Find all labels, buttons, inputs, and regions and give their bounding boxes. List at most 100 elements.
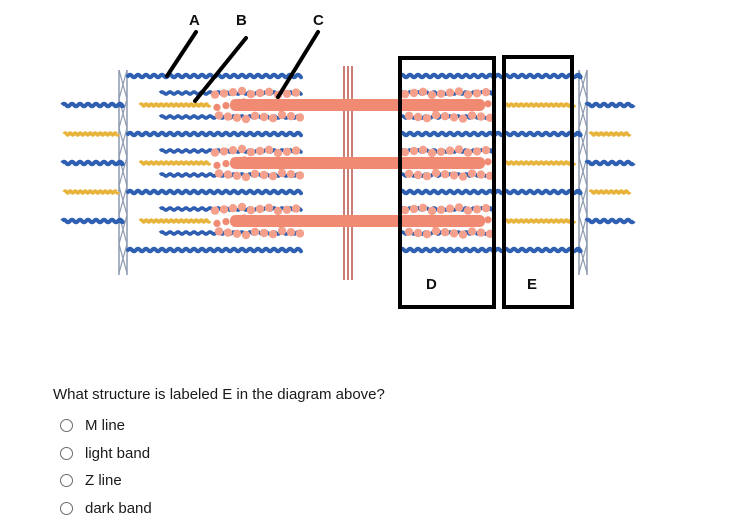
myosin-head: [276, 162, 283, 169]
myosin-head: [247, 90, 255, 98]
option-m-line[interactable]: M line: [60, 412, 152, 440]
myosin-head: [283, 148, 291, 156]
myosin-head: [287, 170, 295, 178]
myosin-head: [450, 229, 458, 237]
myosin-head: [410, 147, 418, 155]
answer-options: M line light band Z line dark band: [60, 412, 152, 522]
titin-segment: [140, 104, 210, 106]
myosin-head: [412, 159, 419, 166]
titin-segment: [64, 133, 118, 135]
myosin-head: [423, 172, 431, 180]
titin-segment: [505, 220, 575, 222]
myosin-head: [283, 206, 291, 214]
myosin-head: [468, 169, 476, 177]
myosin-head: [220, 89, 228, 97]
myosin-head: [414, 229, 422, 237]
myosin-head: [215, 169, 223, 177]
label-c: C: [313, 12, 324, 29]
myosin-head: [450, 113, 458, 121]
option-light-band[interactable]: light band: [60, 440, 152, 468]
myosin-head: [294, 101, 301, 108]
label-b: B: [236, 12, 247, 29]
myosin-head: [238, 203, 246, 211]
actin-filament: [400, 249, 581, 252]
titin-segment: [64, 191, 118, 193]
myosin-head: [464, 90, 472, 98]
myosin-head: [249, 161, 256, 168]
option-dark-band[interactable]: dark band: [60, 495, 152, 522]
myosin-head: [459, 230, 467, 238]
myosin-head: [457, 99, 464, 106]
myosin-head: [224, 170, 232, 178]
myosin-head: [296, 229, 304, 237]
myosin-head: [233, 172, 241, 180]
myosin-head: [475, 102, 482, 109]
myosin-head: [448, 159, 455, 166]
myosin-head: [211, 90, 219, 98]
myosin-head: [267, 100, 274, 107]
option-label: Z line: [85, 472, 122, 489]
myosin-head: [410, 89, 418, 97]
myosin-head: [430, 104, 437, 111]
myosin-head: [482, 204, 490, 212]
myosin-head: [247, 148, 255, 156]
myosin-head: [477, 228, 485, 236]
myosin-head: [256, 205, 264, 213]
myosin-head: [278, 111, 286, 119]
myosin-head: [484, 158, 491, 165]
actin-filament: [586, 162, 634, 165]
myosin-head: [401, 206, 409, 214]
titin-segment: [505, 162, 575, 164]
radio-button[interactable]: [60, 502, 73, 515]
myosin-head: [276, 104, 283, 111]
myosin-head: [484, 100, 491, 107]
myosin-head: [403, 219, 410, 226]
pointer-a: [167, 32, 196, 76]
myosin-head: [274, 207, 282, 215]
myosin-head: [477, 112, 485, 120]
myosin-head: [468, 111, 476, 119]
myosin-head: [428, 91, 436, 99]
myosin-head: [405, 112, 413, 120]
myosin-head: [258, 159, 265, 166]
myosin-head: [265, 204, 273, 212]
myosin-head: [437, 148, 445, 156]
myosin-head: [459, 114, 467, 122]
myosin-head: [405, 170, 413, 178]
radio-button[interactable]: [60, 474, 73, 487]
myosin-head: [292, 88, 300, 96]
myosin-head: [224, 112, 232, 120]
myosin-head: [412, 217, 419, 224]
myosin-head: [473, 89, 481, 97]
myosin-head: [249, 219, 256, 226]
option-label: light band: [85, 445, 150, 462]
option-label: dark band: [85, 500, 152, 517]
myosin-head: [285, 219, 292, 226]
myosin-head: [419, 146, 427, 154]
z-line-right: [579, 70, 587, 275]
myosin-head: [296, 113, 304, 121]
myosin-head: [439, 161, 446, 168]
radio-button[interactable]: [60, 419, 73, 432]
sarcomere-diagram: A B C D E: [0, 0, 742, 320]
myosin-head: [450, 171, 458, 179]
myosin-head: [242, 115, 250, 123]
myosin-head: [251, 112, 259, 120]
myosin-head: [459, 172, 467, 180]
myosin-head: [240, 214, 247, 221]
myosin-head: [466, 104, 473, 111]
actin-filament: [62, 162, 123, 165]
actin-filament: [62, 220, 123, 223]
myosin-head: [455, 203, 463, 211]
myosin-head: [421, 100, 428, 107]
option-z-line[interactable]: Z line: [60, 467, 152, 495]
myosin-head: [419, 88, 427, 96]
myosin-head: [410, 205, 418, 213]
z-line-left: [119, 70, 127, 275]
radio-button[interactable]: [60, 447, 73, 460]
myosin-head: [439, 219, 446, 226]
myosin-head: [428, 149, 436, 157]
myosin-head: [405, 228, 413, 236]
myosin-head: [240, 156, 247, 163]
myosin-head: [437, 206, 445, 214]
